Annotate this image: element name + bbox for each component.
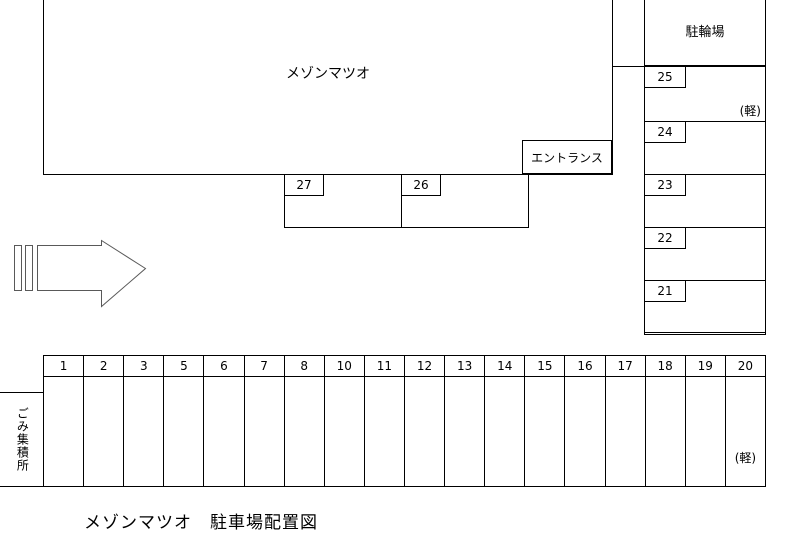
- stall-19-number-cell: 19: [684, 355, 726, 377]
- stall-6[interactable]: 6: [203, 355, 245, 487]
- stall-7[interactable]: 7: [243, 355, 285, 487]
- stall-1[interactable]: 1: [43, 355, 85, 487]
- stall-2-number-cell: 2: [83, 355, 125, 377]
- stall-6-number-cell: 6: [203, 355, 245, 377]
- stall-8-number: 8: [300, 359, 309, 373]
- stall-15[interactable]: 15: [524, 355, 566, 487]
- stall-17-number: 17: [617, 359, 633, 373]
- bicycle-parking-area: 駐輪場: [644, 0, 766, 66]
- stall-26-number: 26: [413, 178, 429, 192]
- stall-21[interactable]: 21: [644, 280, 766, 335]
- stall-17-number-cell: 17: [604, 355, 646, 377]
- stall-22-number: 22: [657, 231, 673, 245]
- stall-13-number: 13: [457, 359, 473, 373]
- garbage-label: ごみ集積所: [15, 407, 30, 472]
- stall-24-number: 24: [657, 125, 673, 139]
- stall-27[interactable]: 27: [284, 174, 402, 228]
- stall-20[interactable]: 20 (軽): [724, 355, 766, 487]
- stall-7-number: 7: [260, 359, 268, 373]
- stall-16[interactable]: 16: [564, 355, 606, 487]
- stall-14-number: 14: [497, 359, 513, 373]
- stall-26[interactable]: 26: [401, 174, 529, 228]
- stall-12[interactable]: 12: [403, 355, 446, 487]
- stall-3-number: 3: [139, 359, 148, 373]
- stall-27-number: 27: [296, 178, 312, 192]
- stall-16-number-cell: 16: [564, 355, 606, 377]
- east-stall-column: 25 (軽) 24 23 22 21: [644, 66, 766, 335]
- stall-19-number: 19: [697, 359, 713, 373]
- stall-11-number-cell: 11: [363, 355, 405, 377]
- stall-1-number: 1: [59, 359, 68, 373]
- stall-20-kei-note: (軽): [734, 451, 757, 465]
- stall-16-number: 16: [577, 359, 593, 373]
- stall-25-number: 25: [657, 70, 673, 84]
- entrance-label: エントランス: [531, 150, 603, 165]
- stall-15-number-cell: 15: [524, 355, 566, 377]
- stall-12-number: 12: [416, 359, 433, 373]
- stall-26-number-cell: 26: [401, 174, 441, 196]
- stall-18-number-cell: 18: [644, 355, 686, 377]
- stall-11-number: 11: [376, 359, 393, 373]
- stall-5-number: 5: [180, 359, 188, 373]
- stall-8[interactable]: 8: [283, 355, 325, 487]
- stall-11[interactable]: 11: [363, 355, 405, 487]
- stall-1-number-cell: 1: [43, 355, 85, 377]
- stall-25-number-cell: 25: [644, 66, 686, 88]
- garbage-collection-area: ごみ集積所: [0, 392, 44, 487]
- arrow-body: [37, 239, 147, 308]
- building-label: メゾンマツオ: [286, 66, 370, 82]
- stall-7-number-cell: 7: [243, 355, 285, 377]
- building-walls: [43, 0, 613, 175]
- stall-13-number-cell: 13: [444, 355, 486, 377]
- entrance-box: エントランス: [522, 140, 612, 174]
- stall-20-number: 20: [737, 359, 754, 373]
- stall-2[interactable]: 2: [83, 355, 125, 487]
- arrow-tail-stripe-2: [25, 245, 33, 291]
- bicycle-parking-label: 駐輪場: [685, 24, 725, 40]
- stall-14-number-cell: 14: [484, 355, 526, 377]
- stall-6-number: 6: [220, 359, 228, 373]
- stall-14[interactable]: 14: [484, 355, 526, 487]
- stall-19[interactable]: 19: [684, 355, 726, 487]
- stall-21-number-cell: 21: [644, 280, 686, 302]
- page-title: メゾンマツオ 駐車場配置図: [84, 513, 318, 533]
- stall-2-number: 2: [99, 359, 108, 373]
- stall-5-number-cell: 5: [163, 355, 205, 377]
- stall-18-number: 18: [657, 359, 673, 373]
- stall-27-number-cell: 27: [284, 174, 324, 196]
- stall-3[interactable]: 3: [123, 355, 165, 487]
- stall-10[interactable]: 10: [323, 355, 365, 487]
- stall-23-number-cell: 23: [644, 174, 686, 196]
- stall-8-number-cell: 8: [283, 355, 325, 377]
- stall-23-number: 23: [657, 178, 673, 192]
- stall-3-number-cell: 3: [123, 355, 165, 377]
- stall-17[interactable]: 17: [604, 355, 646, 487]
- stall-10-number: 10: [336, 359, 352, 373]
- stall-10-number-cell: 10: [323, 355, 365, 377]
- stall-13[interactable]: 13: [444, 355, 486, 487]
- stall-25-kei-note: (軽): [739, 104, 761, 118]
- stall-21-number: 21: [657, 284, 673, 298]
- stall-25[interactable]: 25 (軽): [644, 66, 766, 122]
- stall-15-number: 15: [537, 359, 553, 373]
- stall-12-number-cell: 12: [403, 355, 446, 377]
- stall-18[interactable]: 18: [644, 355, 686, 487]
- arrow-tail-stripe-1: [14, 245, 22, 291]
- stall-22-number-cell: 22: [644, 227, 686, 249]
- stall-24-number-cell: 24: [644, 121, 686, 143]
- stall-20-number-cell: 20: [724, 355, 766, 377]
- stall-5[interactable]: 5: [163, 355, 205, 487]
